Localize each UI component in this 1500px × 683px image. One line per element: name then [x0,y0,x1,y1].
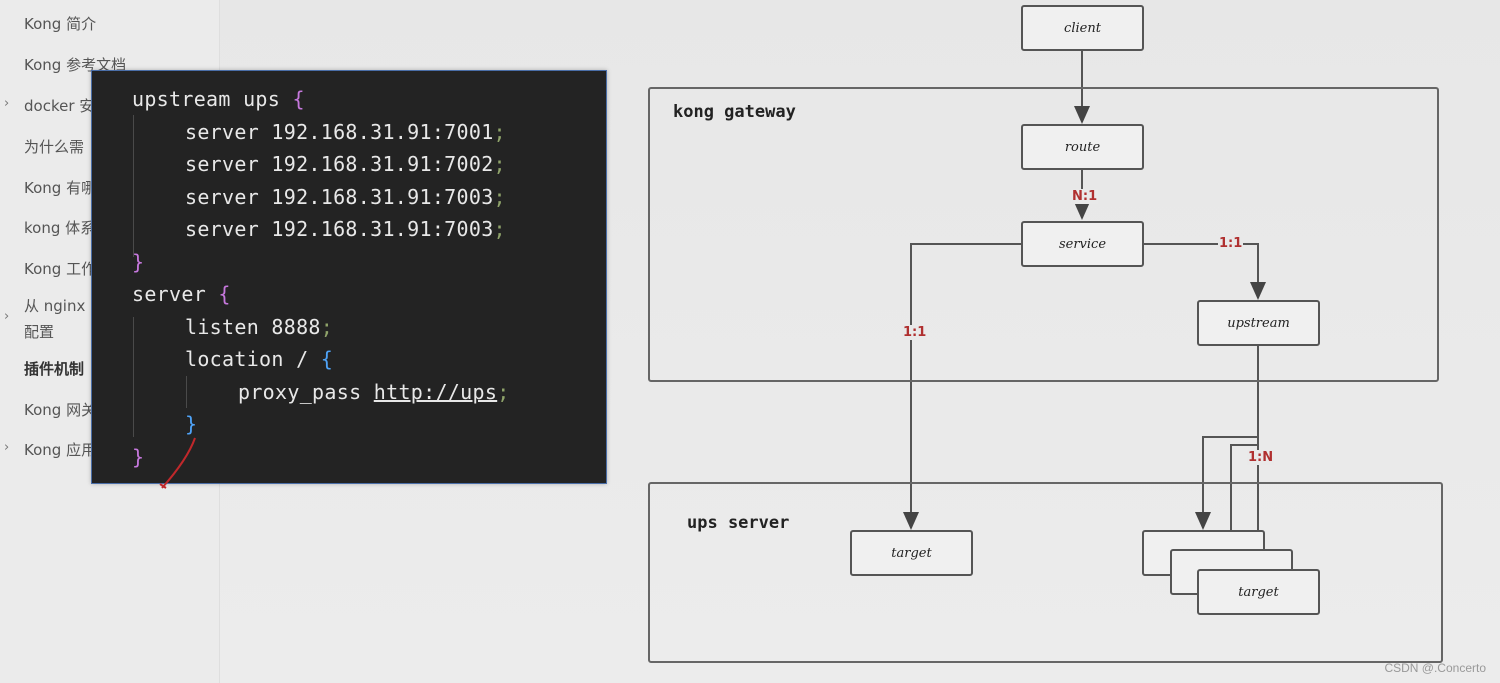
code-line-close-server: } [132,445,145,469]
group-kong-gateway-label: kong gateway [673,102,796,122]
indent-guide [133,317,134,437]
node-upstream: upstream [1197,300,1320,346]
pen-annotation-stroke [159,437,196,489]
nav-item-kong-work[interactable]: Kong 工作 [24,260,97,278]
watermark: CSDN @.Concerto [1384,661,1486,675]
nav-item-kong-gateway[interactable]: Kong 网关 [24,401,97,419]
edge-service-upstream [1144,243,1266,300]
nav-item-config[interactable]: 配置 [24,323,55,341]
code-line-upstream: upstream ups { [132,87,305,111]
nav-item-from-nginx[interactable]: 从 nginx [24,297,86,315]
chevron-right-icon[interactable]: › [4,309,10,324]
code-line-server-4: server 192.168.31.91:7003; [185,217,506,241]
node-target: target [850,530,973,576]
edge-label-1-n: 1:N [1247,450,1275,465]
indent-guide [133,115,134,257]
code-line-server-2: server 192.168.31.91:7002; [185,152,506,176]
node-route: route [1021,124,1144,170]
nav-item-kong-apps[interactable]: Kong 应用 [24,441,97,459]
nav-item-kong-intro[interactable]: Kong 简介 [24,15,97,33]
code-line-server-block: server { [132,282,231,306]
edge-upstream-target-2 [1223,437,1259,549]
edge-label-n-1: N:1 [1071,189,1099,204]
node-client: client [1021,5,1144,51]
code-line-server-3: server 192.168.31.91:7003; [185,185,506,209]
nav-item-kong-features[interactable]: Kong 有哪 [24,179,97,197]
nav-item-docker[interactable]: docker 安 [24,97,95,115]
group-ups-server [648,482,1443,663]
chevron-right-icon[interactable]: › [4,96,10,111]
edge-label-1-1-upstream: 1:1 [1218,236,1244,251]
code-line-close-location: } [185,412,198,436]
nav-item-kong-architecture[interactable]: kong 体系 [24,219,96,237]
code-line-proxy-pass: proxy_pass http://ups; [238,380,510,404]
code-line-listen: listen 8888; [185,315,334,339]
nav-item-why[interactable]: 为什么需 [24,138,85,156]
indent-guide [186,376,187,408]
code-line-server-1: server 192.168.31.91:7001; [185,120,506,144]
group-ups-server-label: ups server [687,513,790,533]
code-line-close-upstream: } [132,250,145,274]
edge-service-target [903,243,1021,530]
nav-item-kong-docs[interactable]: Kong 参考文档 [24,56,127,74]
group-kong-gateway [648,87,1439,382]
node-service: service [1021,221,1144,267]
edge-label-1-1-target: 1:1 [902,325,928,340]
chevron-right-icon[interactable]: › [4,440,10,455]
code-line-location: location / { [185,347,334,371]
nav-item-plugin-mechanism[interactable]: 插件机制 [24,360,85,378]
code-block-nginx-config: upstream ups { server 192.168.31.91:7001… [91,70,607,484]
node-target-stack-front: target [1197,569,1320,615]
